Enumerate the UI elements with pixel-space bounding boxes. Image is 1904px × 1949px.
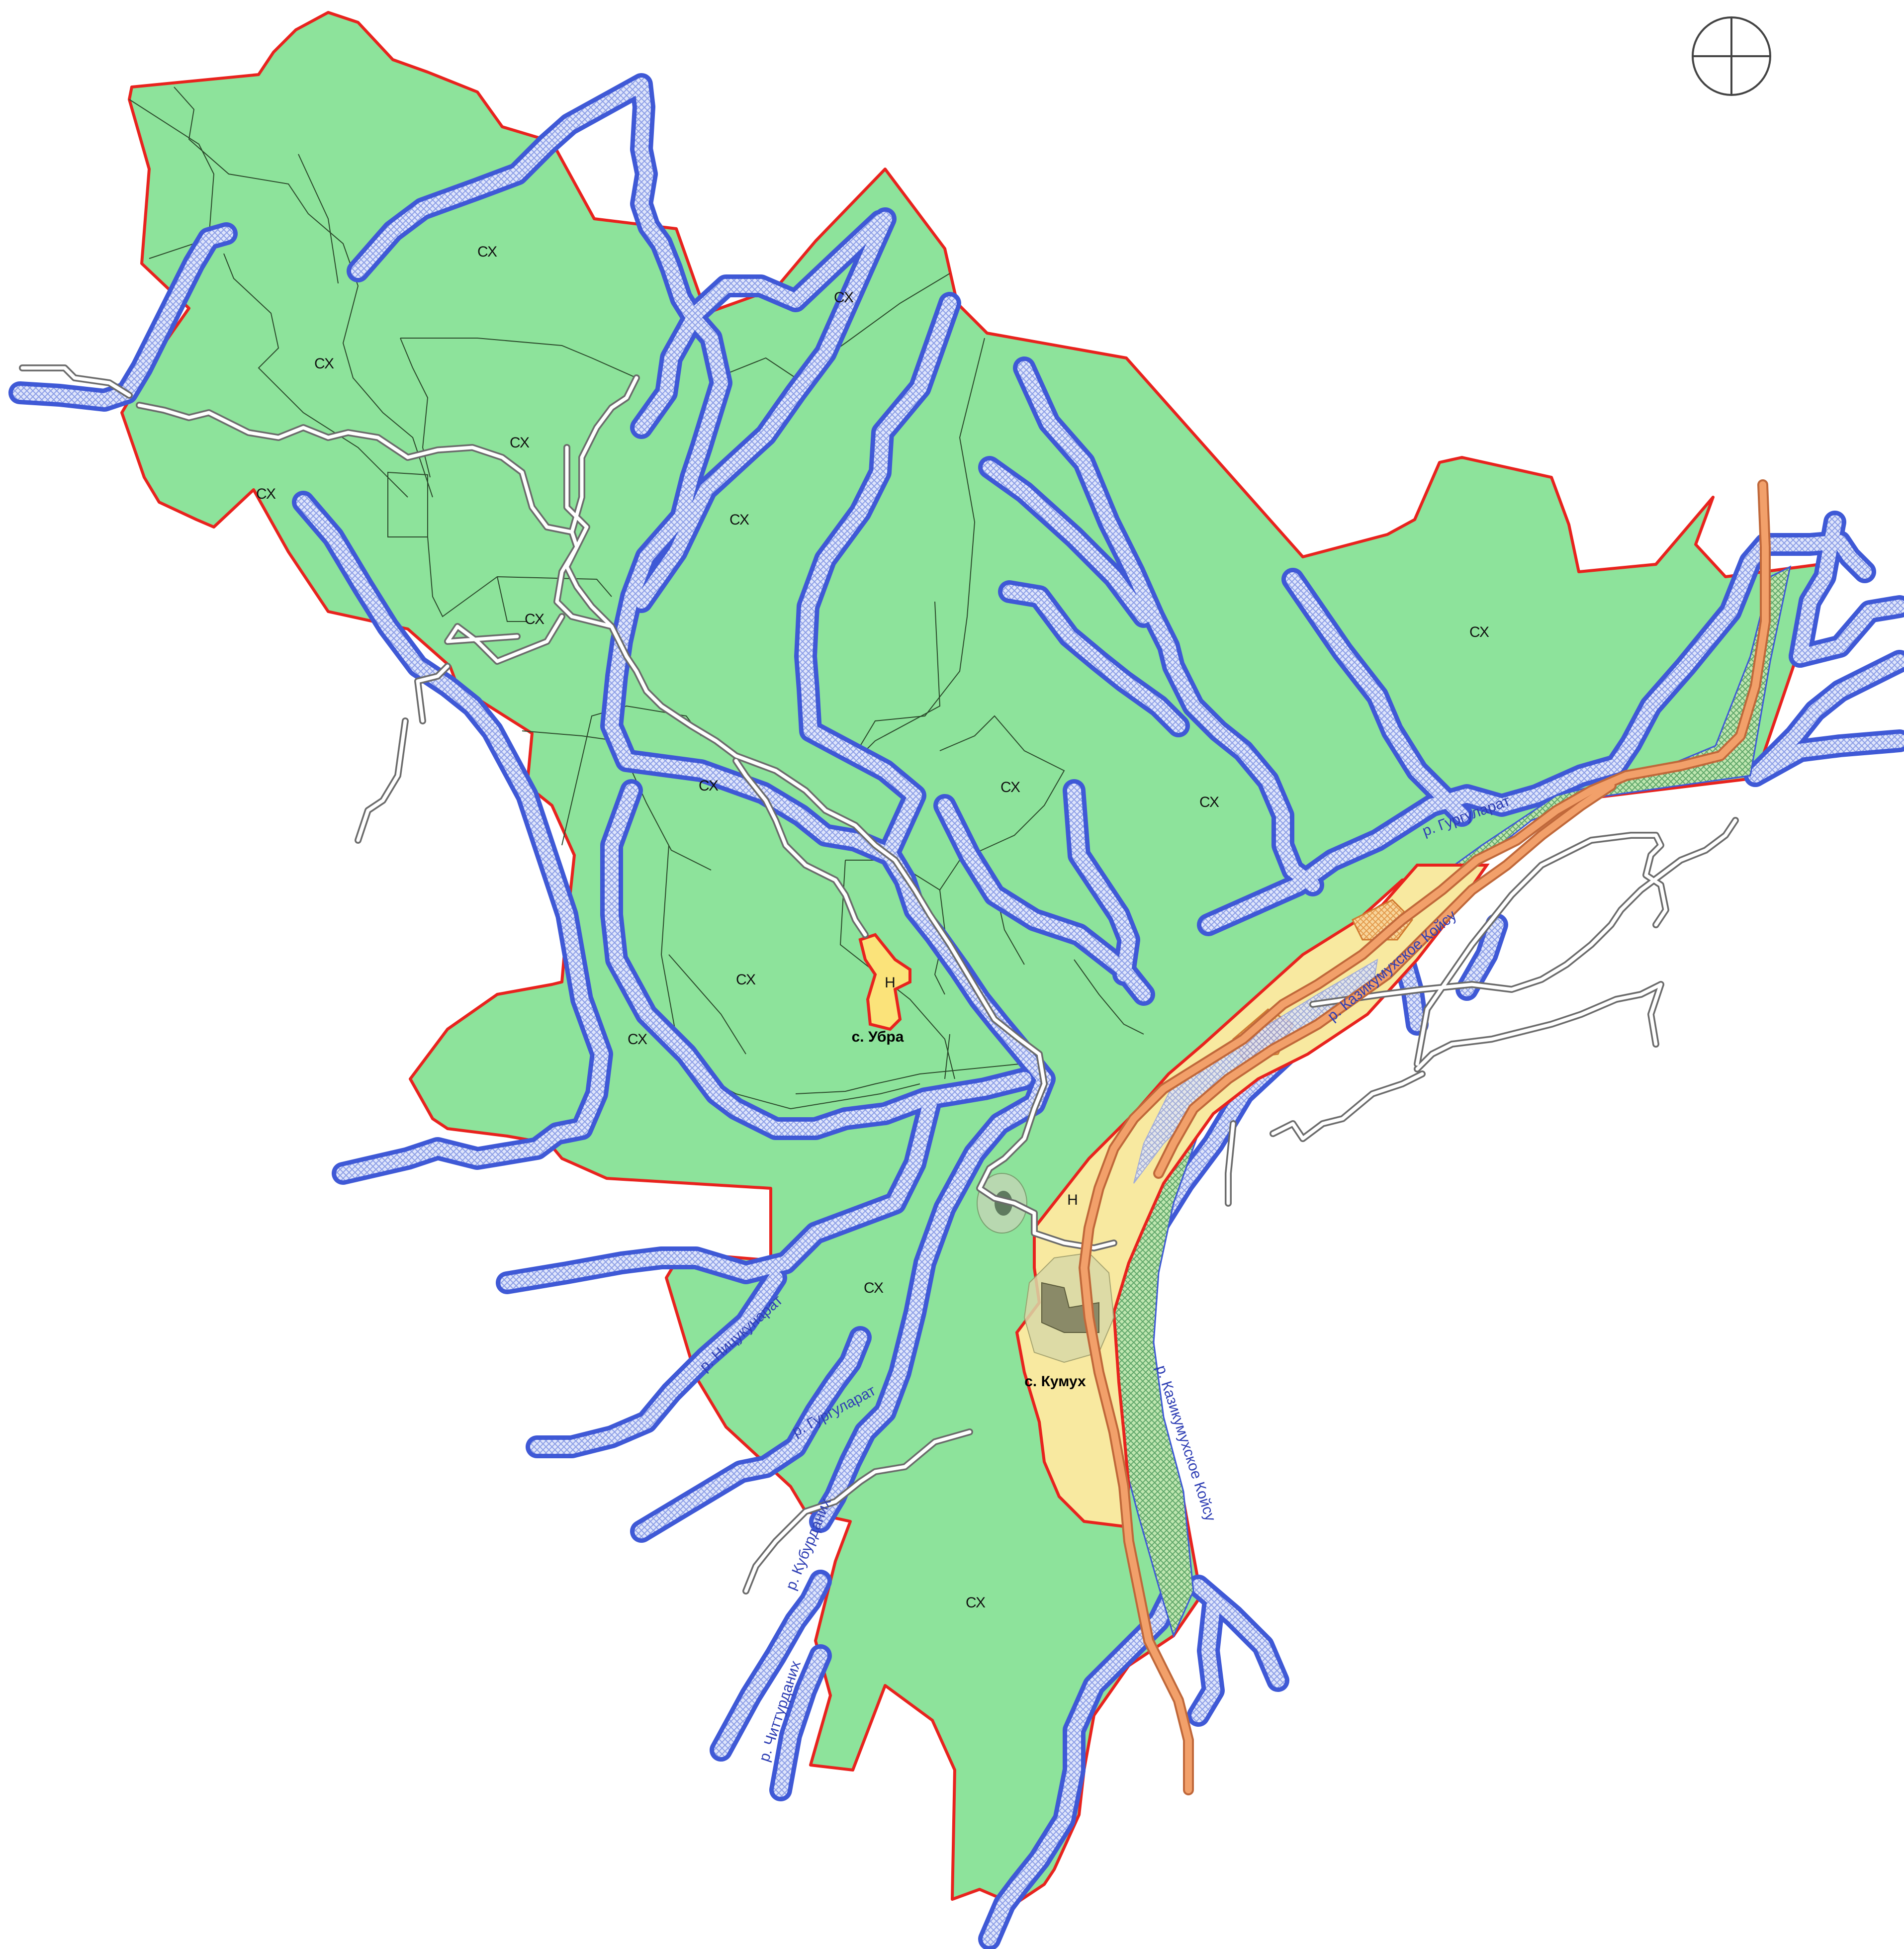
settlement-zone-kumukh	[1015, 864, 1490, 1528]
zone-label-agricultural: СХ	[525, 611, 544, 627]
zone-label-agricultural: СХ	[1199, 794, 1219, 810]
zone-label-settlement: Н	[1067, 1192, 1078, 1208]
road-network	[19, 364, 1739, 1595]
zone-label-agricultural: СХ	[477, 244, 497, 260]
zone-label-agricultural: СХ	[834, 289, 854, 306]
compass-icon	[1692, 16, 1771, 96]
zone-labels: СХ СХ СХ СХ СХ СХ СХ СХ СХ СХ СХ СХ СХ С…	[256, 244, 1489, 1611]
zone-label-agricultural: СХ	[729, 512, 749, 528]
territory-boundary	[120, 11, 1821, 1906]
village-label-kumukh: с. Кумух	[1024, 1373, 1086, 1390]
zone-label-agricultural: СХ	[1469, 624, 1489, 640]
zone-label-agricultural: СХ	[314, 355, 334, 372]
zone-label-agricultural: СХ	[699, 778, 719, 794]
village-label-ubra: с. Убра	[852, 1029, 904, 1045]
zone-label-agricultural: СХ	[736, 972, 756, 988]
settlement-zone-ubra	[858, 933, 911, 1031]
zone-label-agricultural: СХ	[864, 1280, 884, 1296]
main-highway	[1079, 479, 1771, 1795]
zone-label-agricultural: СХ	[966, 1595, 986, 1611]
zone-label-agricultural: СХ	[256, 486, 276, 502]
zone-label-agricultural: СХ	[1000, 779, 1020, 796]
zone-label-settlement: Н	[885, 974, 896, 991]
zone-label-agricultural: СХ	[628, 1031, 647, 1048]
zone-label-agricultural: СХ	[510, 435, 530, 451]
